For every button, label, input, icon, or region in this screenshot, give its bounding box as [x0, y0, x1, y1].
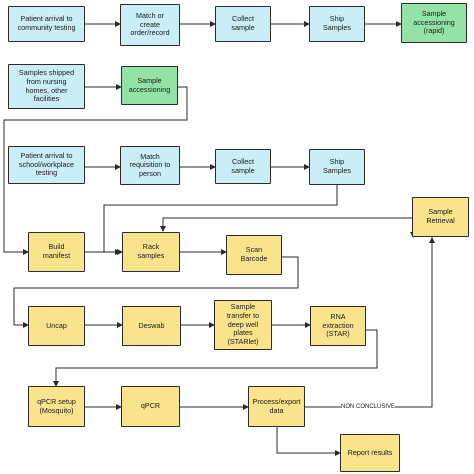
- node-label: Process/export data: [252, 396, 301, 415]
- node-label: Build manifest: [42, 242, 71, 260]
- node-qpcr-setup: qPCR setup (Mosquito): [28, 386, 85, 427]
- node-rack-samples: Rack samples: [122, 232, 180, 272]
- edge-process-to-report: [276, 427, 341, 456]
- edge-accessioning-to-build: [3, 86, 188, 255]
- node-label: Ship Samples: [323, 14, 351, 32]
- node-label: Ship Samples: [323, 157, 351, 175]
- node-uncap: Uncap: [28, 306, 85, 346]
- node-label: RNA extraction (STAR): [322, 312, 354, 339]
- node-label: Patient arrival to community testing: [17, 14, 76, 32]
- node-label: Rack samples: [137, 242, 165, 260]
- node-label: Patient arrival to school/workplace test…: [18, 151, 75, 178]
- node-sample-accessioning: Sample accessioning: [121, 66, 178, 105]
- node-sample-retrieval: Sample Retrieval: [412, 197, 469, 237]
- node-label: qPCR setup (Mosquito): [37, 396, 76, 415]
- node-label: qPCR: [140, 401, 161, 411]
- node-sample-accessioning-rapid: Sample accessioning (rapid): [401, 3, 467, 43]
- node-label: Deswab: [138, 320, 165, 330]
- node-report-results: Report results: [340, 434, 400, 472]
- edge-scan-to-uncap: [13, 256, 299, 328]
- node-qpcr: qPCR: [121, 386, 180, 427]
- node-rna-extraction: RNA extraction (STAR): [310, 306, 366, 346]
- edge-label-non-conclusive: NON CONCLUSIVE: [341, 404, 396, 410]
- node-label: Collect sample: [231, 14, 255, 32]
- node-ship-samples-2: Ship Samples: [309, 149, 365, 185]
- node-label: Report results: [347, 447, 393, 457]
- node-label: Sample accessioning (rapid): [413, 9, 455, 36]
- edge-rna-to-qpcr-setup: [53, 329, 378, 387]
- node-match-requisition: Match requisition to person: [120, 146, 180, 185]
- node-label: Samples shipped from nursing homes, othe…: [18, 68, 75, 104]
- node-build-manifest: Build manifest: [28, 232, 85, 272]
- node-ship-samples-1: Ship Samples: [309, 6, 365, 42]
- node-label: Sample accessioning: [128, 75, 171, 94]
- node-samples-shipped-nursing: Samples shipped from nursing homes, othe…: [8, 64, 85, 109]
- node-label: Match or create order/record: [130, 11, 170, 38]
- node-patient-arrival-school: Patient arrival to school/workplace test…: [8, 146, 85, 184]
- node-label: Collect sample: [231, 156, 255, 175]
- node-deswab: Deswab: [122, 306, 181, 346]
- node-scan-barcode: Scan Barcode: [226, 235, 282, 275]
- node-label: Sample transfer to deep well plates (STA…: [226, 302, 260, 346]
- node-collect-sample-2: Collect sample: [215, 149, 271, 184]
- node-label: Uncap: [46, 320, 67, 330]
- node-label: Sample Retrieval: [426, 207, 455, 225]
- edge-retrieval-to-rack: [160, 217, 413, 232]
- node-sample-transfer: Sample transfer to deep well plates (STA…: [214, 300, 272, 350]
- node-patient-arrival-community: Patient arrival to community testing: [8, 6, 85, 42]
- node-match-create-order: Match or create order/record: [120, 4, 180, 46]
- node-label: Match requisition to person: [129, 151, 171, 178]
- node-collect-sample-1: Collect sample: [215, 6, 271, 42]
- node-label: Scan Barcode: [240, 245, 268, 263]
- node-process-export: Process/export data: [248, 386, 305, 427]
